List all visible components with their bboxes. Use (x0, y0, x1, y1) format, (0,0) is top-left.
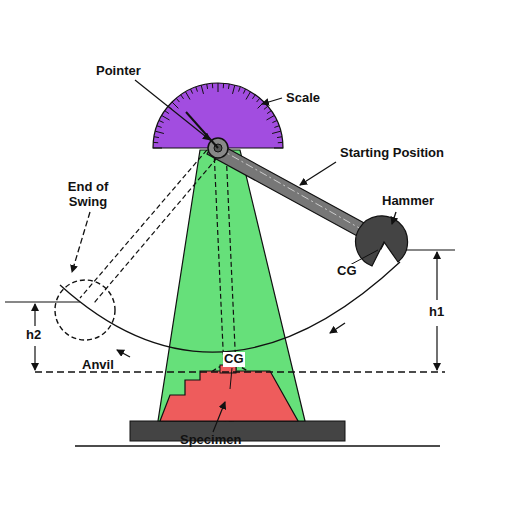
height-label: h2 (25, 328, 42, 343)
scale-tick (186, 92, 191, 100)
scale-tick (165, 111, 169, 114)
hammer-label: Hammer (382, 194, 434, 209)
scale-tick (243, 89, 245, 94)
pointer-label: Pointer (96, 64, 141, 79)
scale-tick (266, 116, 274, 121)
scale-tick (258, 102, 264, 108)
scale-tick (157, 126, 162, 128)
scale-tick (212, 83, 213, 88)
scale-tick (252, 95, 255, 99)
scale-tick (153, 142, 158, 143)
scale-tick (274, 126, 279, 128)
cg-label: CG (336, 264, 358, 279)
scale-tick (176, 98, 179, 102)
scale-tick (201, 85, 203, 94)
scale-tick (232, 85, 234, 94)
scale-tick (272, 131, 281, 133)
cg-label: CG (223, 352, 245, 367)
scale-tick (154, 136, 159, 138)
scale-tick (218, 83, 219, 92)
scale-label: Scale (286, 91, 320, 106)
scale-tick (172, 102, 178, 108)
end-of-swing-label: End of Swing (62, 180, 114, 210)
scale-tick (162, 116, 170, 121)
scale-tick (196, 87, 198, 92)
scale-tick (278, 142, 283, 143)
scale-tick (153, 148, 162, 149)
anvil-label: Anvil (82, 358, 114, 373)
height-label: h1 (428, 305, 445, 320)
scale-tick (257, 98, 260, 102)
specimen-label: Specimen (180, 433, 241, 448)
scale-tick (277, 136, 282, 138)
scale-tick (267, 111, 271, 114)
scale-tick (272, 121, 277, 123)
scale-tick (239, 87, 241, 92)
scale-tick (155, 131, 164, 133)
scale-tick (159, 121, 164, 123)
scale-tick (246, 92, 251, 100)
scale-tick (191, 89, 193, 94)
scale-tick (274, 148, 283, 149)
scale-tick (181, 95, 184, 99)
scale-tick (228, 84, 230, 89)
scale-tick (206, 84, 208, 89)
scale-tick (223, 83, 224, 88)
scale-tick (264, 106, 268, 109)
hammer-start-label: Starting Position (340, 146, 444, 161)
